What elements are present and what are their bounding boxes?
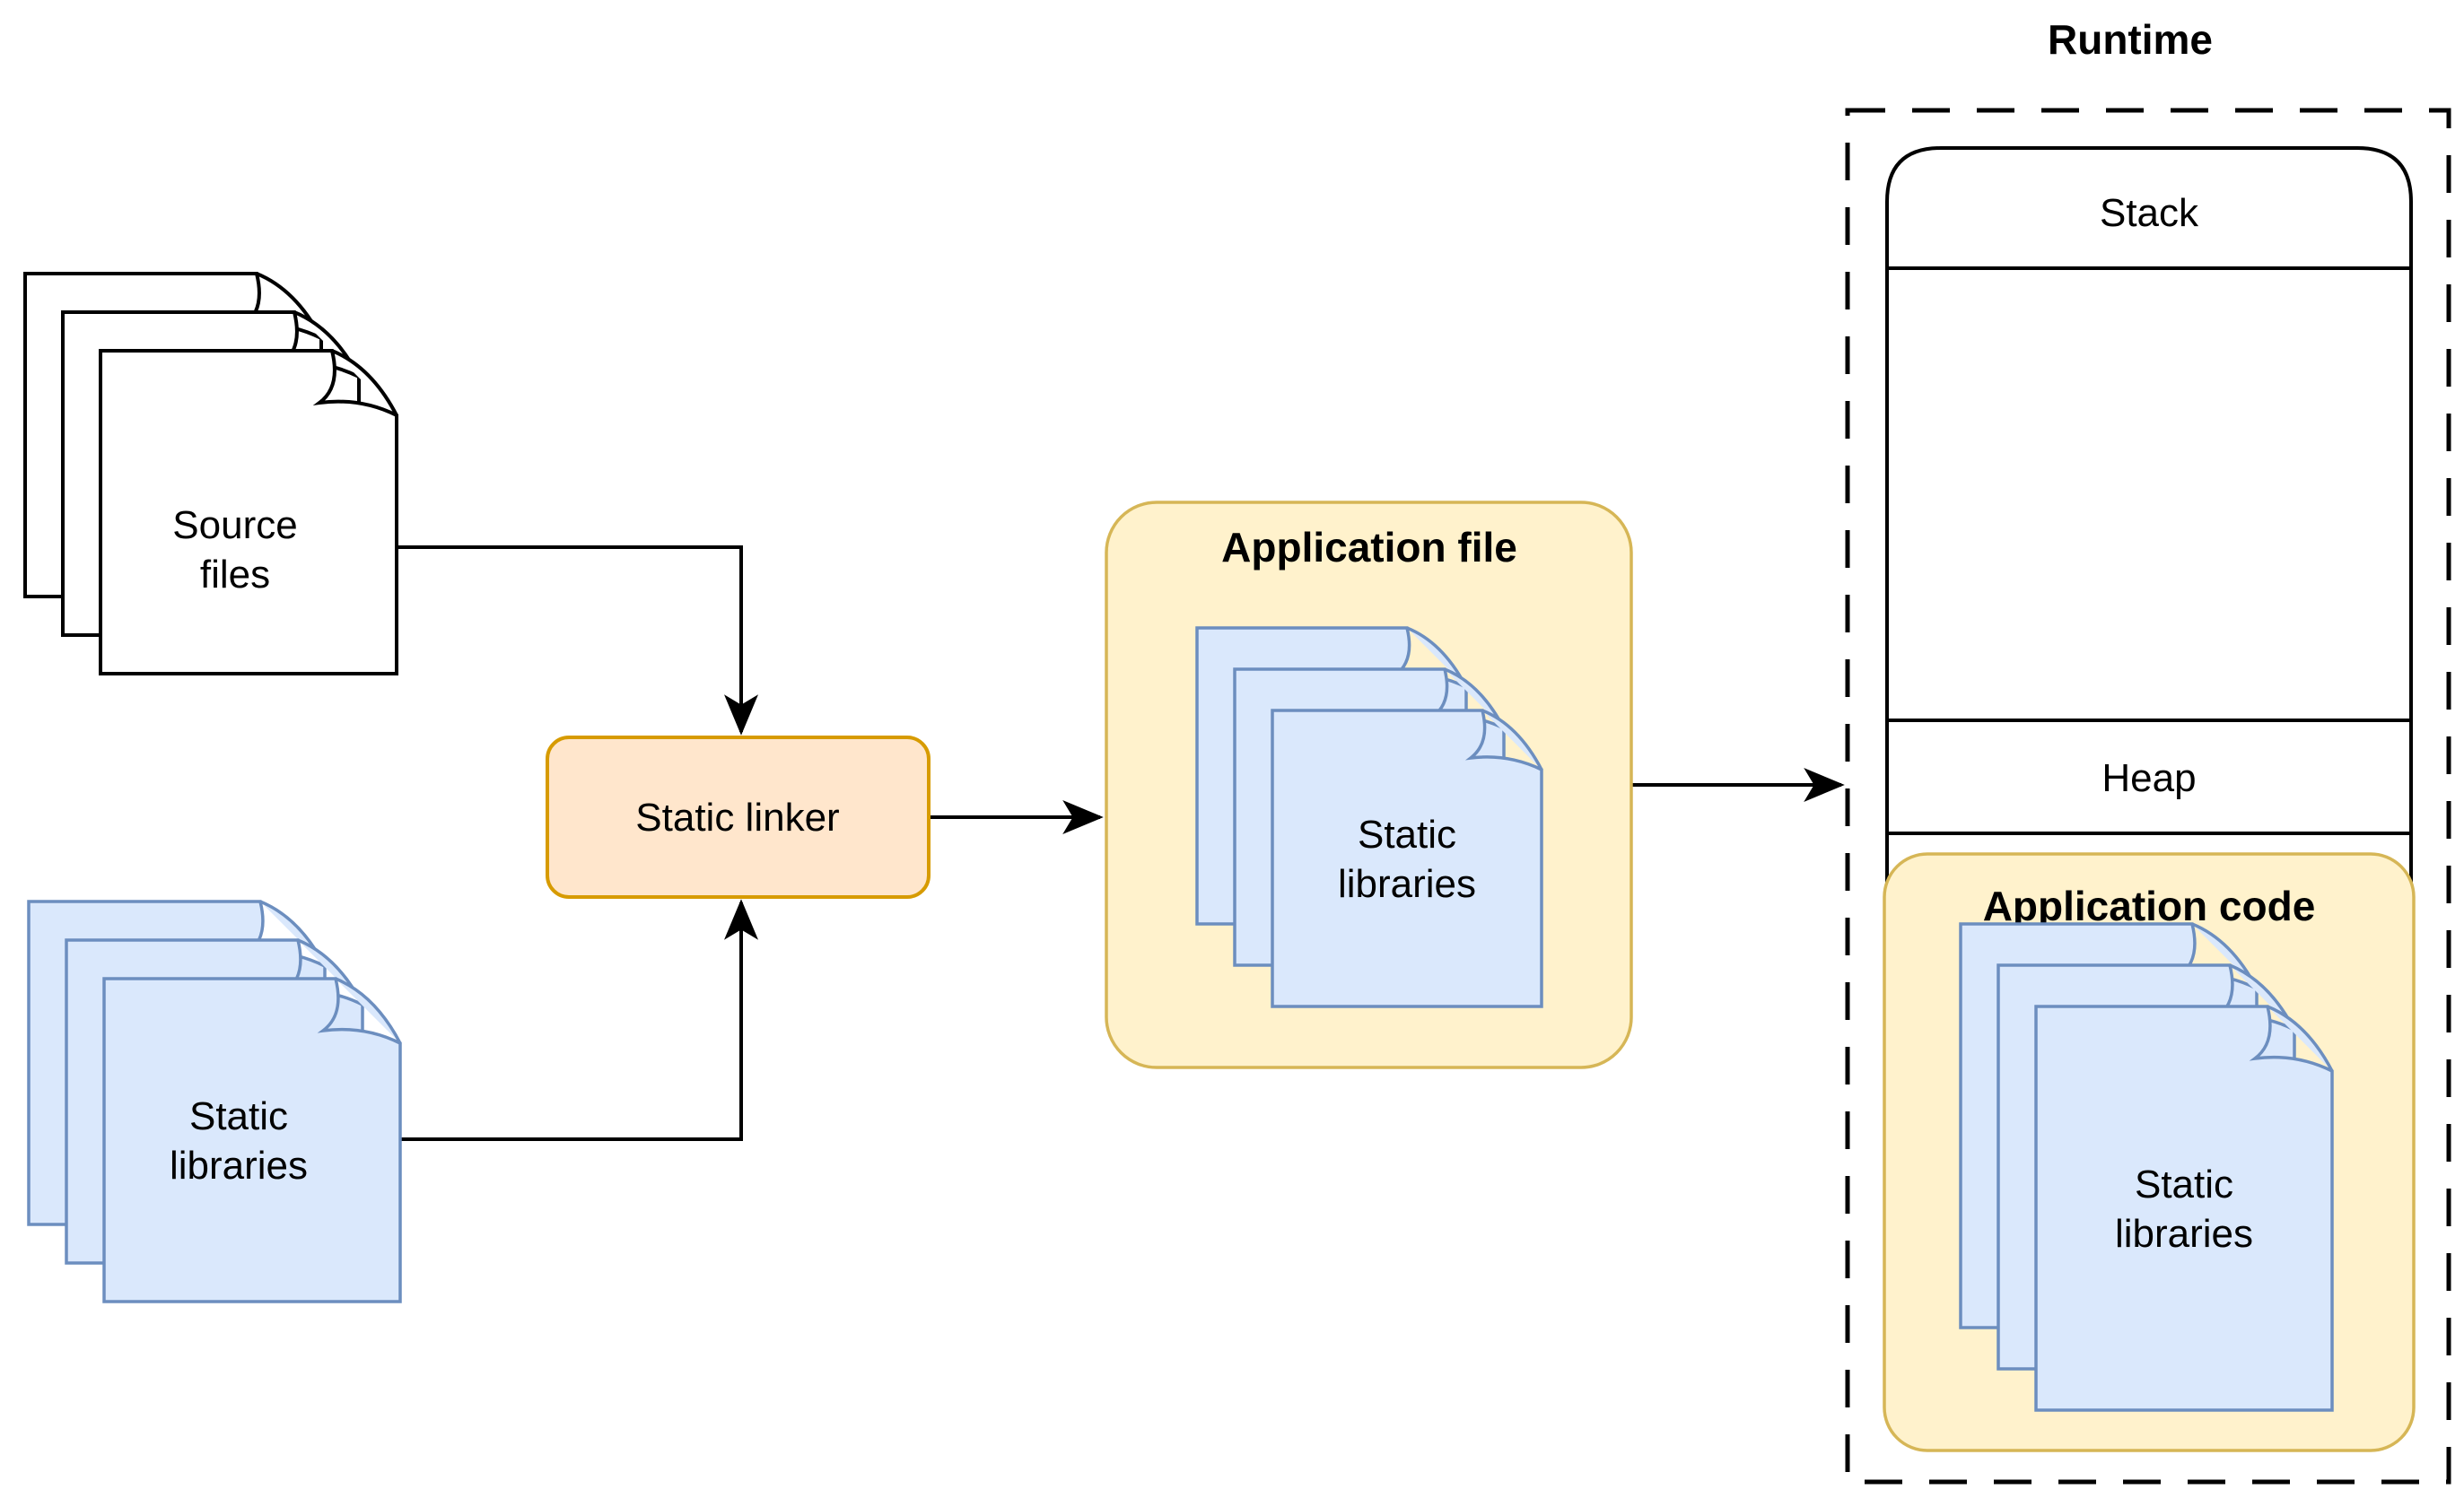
- arrow-libraries-to-linker: [400, 899, 758, 1141]
- static-libraries-input-label-line2: libraries: [170, 1144, 308, 1188]
- runtime-dashed-boundary: [1845, 108, 2451, 1485]
- stack-label: Stack: [2100, 191, 2199, 235]
- application-file-doc-label-line1: Static: [1358, 813, 1456, 857]
- source-files-stack: [23, 272, 398, 675]
- runtime-title: Runtime: [2048, 16, 2213, 63]
- arrow-source-to-linker: [397, 545, 758, 736]
- application-code-title: Application code: [1983, 883, 2316, 929]
- connectors: [397, 545, 1845, 1141]
- static-linker-box: [546, 736, 931, 899]
- document-icon: [2034, 1005, 2334, 1412]
- application-code-doc-label-line2: libraries: [2115, 1212, 2253, 1256]
- static-libraries-input-label-line1: Static: [189, 1094, 288, 1138]
- static-linker-label: Static linker: [635, 796, 839, 840]
- source-files-label-line1: Source: [172, 503, 297, 547]
- application-code-doc-label-line1: Static: [2135, 1163, 2233, 1206]
- application-file-title: Application file: [1221, 524, 1517, 571]
- heap-label: Heap: [2101, 756, 2196, 800]
- application-file-doc-label-line2: libraries: [1338, 862, 1476, 906]
- source-files-label-line2: files: [200, 553, 270, 597]
